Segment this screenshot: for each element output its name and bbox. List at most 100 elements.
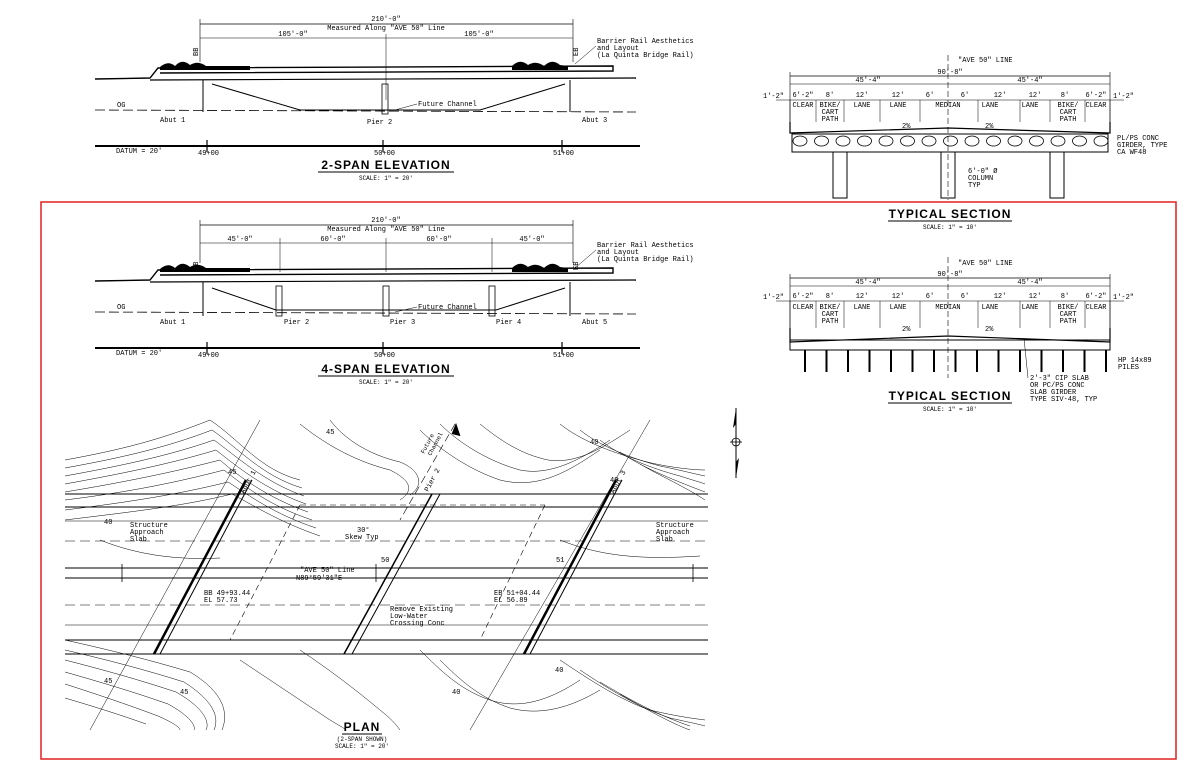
plan-contour-40b: 40 (555, 667, 563, 675)
plan-contour-40a: 40 (104, 519, 112, 527)
s1-dimension-row: 6'-2"8'12'12'6'6'12'12'8'6'-2" (792, 92, 1106, 100)
s1-title: TYPICAL SECTION (889, 207, 1012, 221)
e2-pier-2: Pier 2 (367, 119, 392, 127)
e2-sta-49: 49+00 (198, 150, 219, 158)
plan-remove-1: Remove Existing (390, 606, 453, 614)
s1-cl-label: "AVE 50" LINE (958, 57, 1013, 65)
s1-girder-3 (857, 135, 872, 147)
plan-contour-45c: 45 (326, 429, 334, 437)
s1-dim-3: 12' (892, 92, 905, 100)
s2-title: TYPICAL SECTION (889, 389, 1012, 403)
s1-lane-5: LANE (982, 102, 999, 110)
e4-sta-49: 49+00 (198, 352, 219, 360)
s2-dim-2: 12' (856, 293, 869, 301)
s1-end-right: 1'-2" (1113, 93, 1134, 101)
plan-approach-right-1: Structure (656, 522, 694, 530)
s2-slab-note-3: SLAB GIRDER (1030, 389, 1077, 397)
plan-sta-51: 51 (556, 557, 564, 565)
s1-girder-7 (943, 135, 958, 147)
s2-dim-9: 6'-2" (1085, 293, 1106, 301)
s1-lane-0: CLEAR (792, 102, 814, 110)
plan-remove-2: Low-Water (390, 613, 428, 621)
e4-overall-dim: 210'-0" (371, 217, 400, 225)
s1-dim-5: 6' (961, 92, 969, 100)
two-span-elevation: 210'-0" Measured Along "AVE 50" Line 105… (94, 16, 694, 182)
plan-title: PLAN (344, 720, 381, 734)
s1-girder-1 (814, 135, 829, 147)
e4-sta-51: 51+00 (553, 352, 574, 360)
s2-cl-label: "AVE 50" LINE (958, 260, 1013, 268)
s2-pile-note-2: PILES (1118, 364, 1139, 372)
e4-title: 4-SPAN ELEVATION (321, 362, 450, 376)
plan-eb-1: EB 51+04.44 (494, 590, 540, 598)
s2-end-right: 1'-2" (1113, 294, 1134, 302)
s1-girder-note-3: CA WF48 (1117, 149, 1146, 157)
e4-pier-2: Pier 2 (284, 319, 309, 327)
s1-dim-2: 12' (856, 92, 869, 100)
e4-span-3: 60'-0" (426, 236, 451, 244)
s2-slab-note-2: OR PC/PS CONC (1030, 382, 1085, 390)
plan-bb-1: BB 49+93.44 (204, 590, 250, 598)
plan-view: 45 40 40 45 40 45 40 45 40 Structure App… (64, 408, 742, 750)
s1-slope-left: 2% (902, 123, 911, 131)
e2-future-channel: Future Channel (418, 101, 477, 109)
plan-contour-45d: 45 (180, 689, 188, 697)
s2-dim-4: 6' (926, 293, 934, 301)
plan-eb-2: EL 56.89 (494, 597, 528, 605)
s1-girder-5 (900, 135, 915, 147)
s2-half-right: 45'-4" (1017, 279, 1042, 287)
e2-barrier-note-2: and Layout (597, 45, 639, 53)
plan-contour-45a: 45 (228, 469, 236, 477)
s2-dim-7: 12' (1029, 293, 1042, 301)
s2-dim-6: 12' (994, 293, 1007, 301)
typical-section-girder: "AVE 50" LINE 90'-8" 45'-4" 45'-4" 1'-2"… (763, 55, 1167, 231)
s2-slab-note-4: TYPE SIV-48, TYP (1030, 396, 1097, 404)
s2-slab-note-1: 2'-3" CIP SLAB (1030, 375, 1089, 383)
s2-dim-8: 8' (1061, 293, 1069, 301)
plan-contour-45b: 45 (104, 678, 112, 686)
s1-lane-2: LANE (854, 102, 871, 110)
e4-pier-3: Pier 3 (390, 319, 415, 327)
s1-lane-6: LANE (1022, 102, 1039, 110)
s2-dim-5: 6' (961, 293, 969, 301)
plan-remove-3: Crossing Conc (390, 620, 445, 628)
s1-half-right: 45'-4" (1017, 77, 1042, 85)
e4-barrier-note-2: and Layout (597, 249, 639, 257)
s2-lane-2: LANE (854, 304, 871, 312)
s2-slope-left: 2% (902, 326, 911, 334)
e2-datum: DATUM = 20' (116, 148, 162, 156)
e2-overall-dim: 210'-0" (371, 16, 400, 24)
e2-sta-50: 50+00 (374, 150, 395, 158)
plan-contour-40d: 40 (610, 477, 618, 485)
plan-cl-2: N89°59'31"E (296, 574, 342, 583)
s1-dim-0: 6'-2" (792, 92, 813, 100)
e2-measured-note: Measured Along "AVE 50" Line (327, 25, 445, 33)
e4-og-label: OG (117, 304, 125, 312)
s2-lane-3: LANE (890, 304, 907, 312)
plan-cl-1: "AVE 50" Line (300, 567, 355, 575)
e2-barrier-note-1: Barrier Rail Aesthetics (597, 38, 694, 46)
s2-dimension-row: 6'-2"8'12'12'6'6'12'12'8'6'-2" (792, 293, 1106, 301)
s1-dim-1: 8' (826, 92, 834, 100)
plan-bb-2: EL 57.73 (204, 597, 238, 605)
s2-dim-1: 8' (826, 293, 834, 301)
e4-measured-note: Measured Along "AVE 50" Line (327, 226, 445, 234)
plan-subtitle: (2-SPAN SHOWN) (337, 736, 387, 743)
s1-slope-right: 2% (985, 123, 994, 131)
s1-dim-9: 6'-2" (1085, 92, 1106, 100)
s1-end-left: 1'-2" (763, 93, 784, 101)
s1-girder-11 (1029, 135, 1044, 147)
s1-girder-2 (835, 135, 851, 147)
s2-lane-5: LANE (982, 304, 999, 312)
e2-abut-3: Abut 3 (582, 117, 607, 125)
s2-lane-6: LANE (1022, 304, 1039, 312)
e2-bb-label: BB (193, 48, 201, 56)
e4-abut-5: Abut 5 (582, 319, 607, 327)
s1-dim-8: 8' (1061, 92, 1069, 100)
s1-dim-4: 6' (926, 92, 934, 100)
e4-span-1: 45'-0" (227, 236, 252, 244)
